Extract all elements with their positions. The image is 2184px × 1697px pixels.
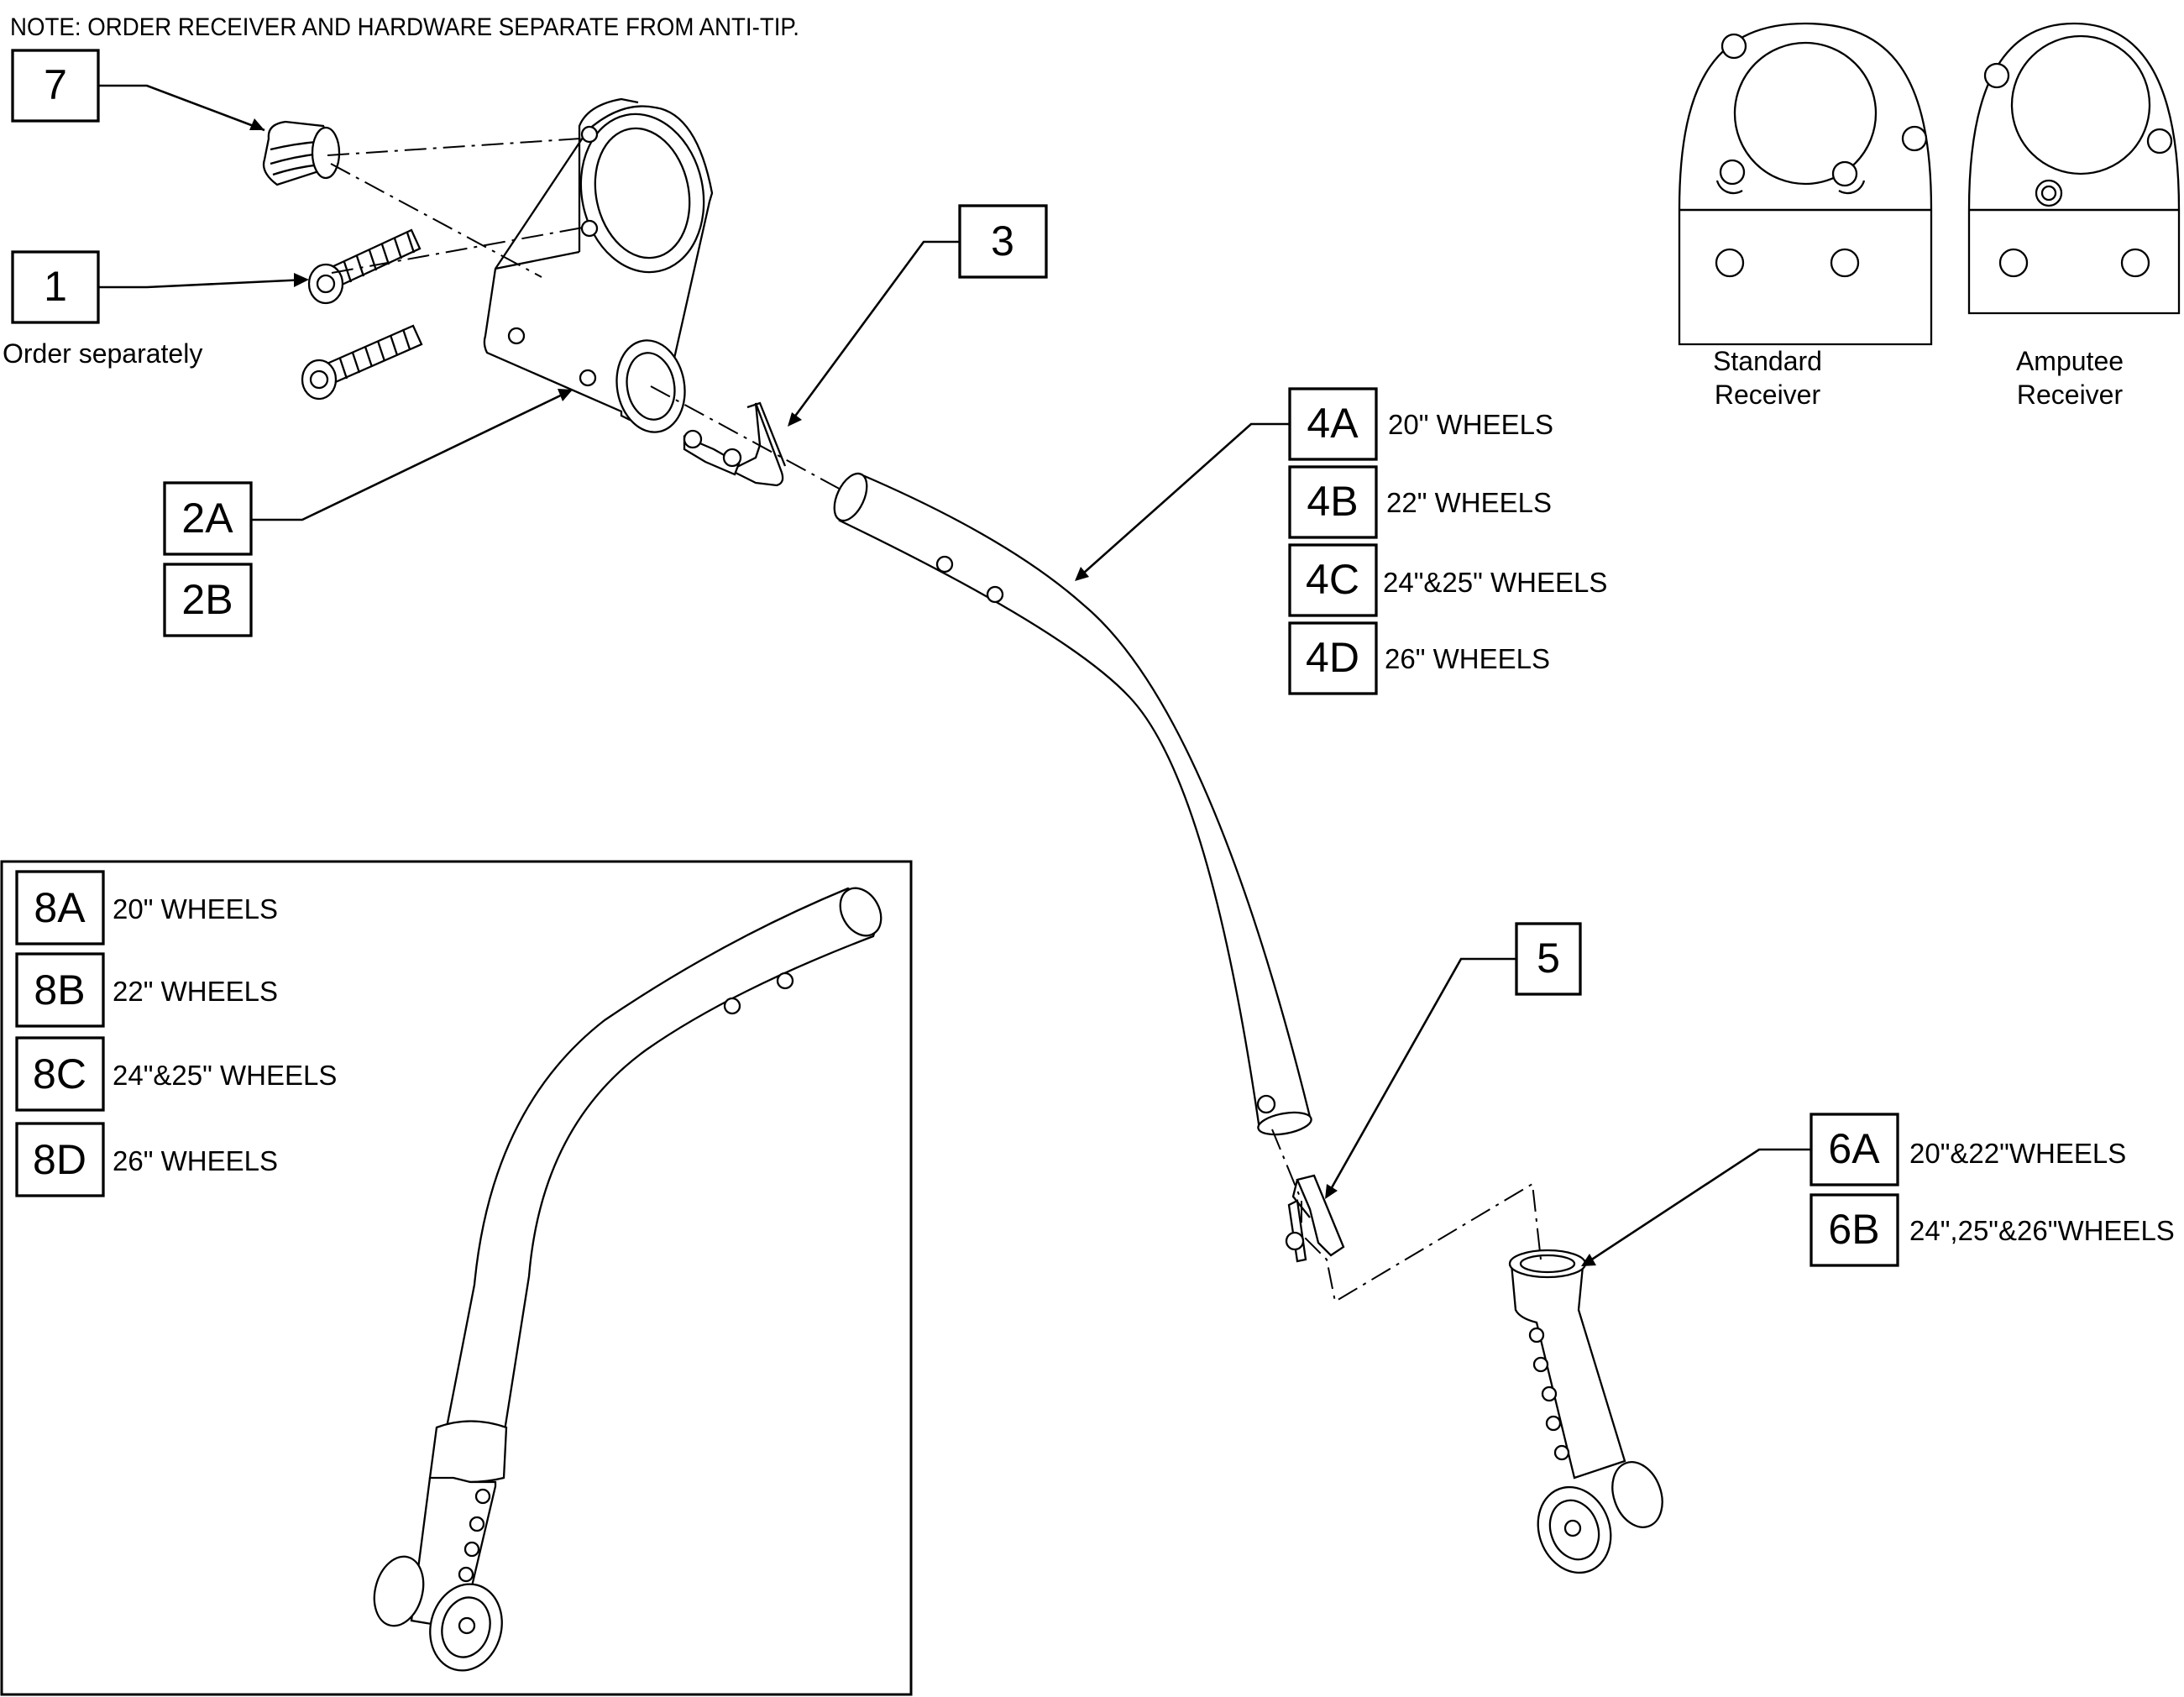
standard-receiver-view	[1678, 22, 1933, 346]
svg-text:6B: 6B	[1828, 1206, 1879, 1253]
svg-text:3: 3	[991, 217, 1014, 265]
order-separately-note: Order separately	[3, 338, 202, 369]
svg-text:4B: 4B	[1307, 478, 1358, 525]
bolt-top	[307, 228, 422, 305]
callout-4d: 4D	[1288, 621, 1378, 695]
svg-text:4C: 4C	[1306, 556, 1359, 603]
leader-2	[252, 389, 572, 521]
plug-bushing	[262, 120, 341, 186]
svg-text:8D: 8D	[33, 1136, 86, 1183]
callout-3: 3	[958, 204, 1048, 279]
leader-5	[1325, 957, 1516, 1197]
desc-4c: 24"&25" WHEELS	[1383, 567, 1607, 598]
desc-4a: 20" WHEELS	[1388, 409, 1553, 440]
desc-6b: 24",25"&26"WHEELS	[1909, 1215, 2175, 1246]
svg-text:8B: 8B	[34, 966, 85, 1013]
callout-1: 1	[11, 250, 100, 324]
desc-8c: 24"&25" WHEELS	[113, 1060, 337, 1091]
leader-7	[99, 84, 265, 132]
standard-receiver-label: Standard	[1713, 346, 1822, 376]
svg-text:7: 7	[44, 61, 67, 108]
callout-4b: 4B	[1288, 465, 1378, 539]
amputee-receiver-view	[1967, 22, 2181, 315]
svg-text:8C: 8C	[33, 1050, 86, 1097]
svg-text:5: 5	[1537, 935, 1560, 982]
svg-text:8A: 8A	[34, 884, 86, 931]
svg-text:2A: 2A	[181, 495, 233, 542]
desc-4b: 22" WHEELS	[1386, 487, 1552, 518]
amputee-receiver-label-line2: Receiver	[2017, 380, 2124, 410]
leader-4	[1076, 422, 1289, 580]
desc-8b: 22" WHEELS	[113, 976, 278, 1007]
callout-8a: 8A	[15, 870, 105, 945]
desc-4d: 26" WHEELS	[1385, 643, 1550, 674]
desc-8a: 20" WHEELS	[113, 893, 278, 924]
leader-6	[1582, 1148, 1811, 1267]
svg-text:2B: 2B	[181, 576, 233, 623]
amputee-receiver-label: Amputee	[2016, 346, 2124, 376]
pin-3	[683, 401, 787, 487]
caster-fork	[1508, 1249, 1663, 1574]
callout-4c: 4C	[1288, 543, 1378, 617]
svg-text:6A: 6A	[1828, 1125, 1880, 1172]
callout-7: 7	[11, 49, 100, 123]
callout-8d: 8D	[15, 1122, 105, 1197]
inset-tube	[373, 887, 883, 1672]
svg-text:4D: 4D	[1306, 634, 1359, 681]
desc-6a: 20"&22"WHEELS	[1909, 1138, 2126, 1169]
callout-8b: 8B	[15, 952, 105, 1028]
standard-receiver-label-line2: Receiver	[1715, 380, 1821, 410]
pin-5	[1285, 1174, 1345, 1263]
bolt-bottom	[301, 324, 423, 401]
callout-2b: 2B	[163, 563, 253, 637]
callout-4a: 4A	[1288, 387, 1378, 461]
svg-text:4A: 4A	[1307, 400, 1359, 447]
callout-6b: 6B	[1810, 1193, 1899, 1267]
callout-5: 5	[1515, 922, 1582, 996]
callout-8c: 8C	[15, 1036, 105, 1112]
order-note: NOTE: ORDER RECEIVER AND HARDWARE SEPARA…	[10, 13, 799, 41]
callout-6a: 6A	[1810, 1113, 1899, 1186]
anti-tip-tube	[833, 472, 1312, 1136]
leader-1	[99, 278, 307, 289]
leader-3	[788, 240, 959, 425]
desc-8d: 26" WHEELS	[113, 1145, 278, 1176]
svg-text:1: 1	[44, 263, 67, 310]
receiver-block	[483, 97, 714, 433]
callout-2a: 2A	[163, 481, 253, 556]
